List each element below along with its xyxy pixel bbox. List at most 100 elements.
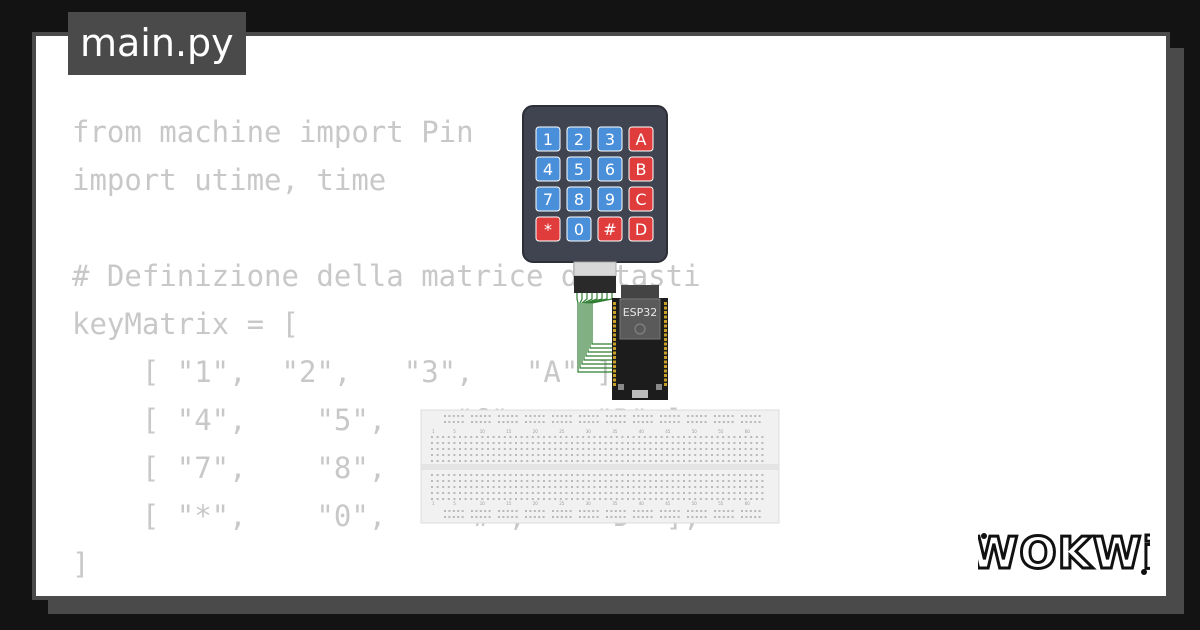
breadboard-hole bbox=[475, 486, 478, 488]
breadboard-hole bbox=[509, 498, 512, 500]
breadboard-rail-hole bbox=[592, 421, 595, 423]
breadboard-rail-hole bbox=[758, 510, 761, 512]
breadboard-hole bbox=[638, 454, 641, 456]
breadboard-rail-hole bbox=[525, 510, 527, 512]
breadboard-hole bbox=[705, 448, 708, 450]
breadboard-hole bbox=[761, 486, 764, 488]
breadboard-hole bbox=[655, 442, 657, 444]
breadboard-hole bbox=[509, 492, 512, 494]
breadboard-hole bbox=[716, 492, 719, 494]
breadboard-hole bbox=[627, 442, 629, 444]
breadboard-hole bbox=[599, 448, 601, 450]
breadboard-rail-hole bbox=[668, 510, 671, 512]
keypad-key[interactable]: 8 bbox=[566, 186, 592, 212]
breadboard-hole bbox=[677, 454, 680, 456]
keypad-key[interactable]: 2 bbox=[566, 126, 592, 152]
keypad-key[interactable]: * bbox=[535, 216, 561, 242]
breadboard-hole bbox=[565, 474, 568, 476]
esp32-board[interactable]: ESP32 bbox=[612, 285, 668, 400]
breadboard-hole bbox=[447, 480, 450, 482]
keypad-key[interactable]: 0 bbox=[566, 216, 592, 242]
keypad-key-face bbox=[535, 216, 561, 242]
breadboard-hole bbox=[487, 480, 489, 482]
espressif-logo-icon bbox=[634, 323, 646, 335]
breadboard-rail-hole bbox=[461, 510, 464, 512]
breadboard-rail-hole bbox=[583, 510, 586, 512]
breadboard-hole bbox=[660, 448, 663, 450]
breadboard-hole bbox=[531, 442, 534, 444]
breadboard-rail-hole bbox=[614, 421, 617, 423]
breadboard-hole bbox=[526, 474, 529, 476]
reset-button[interactable] bbox=[656, 384, 662, 390]
breadboard-hole bbox=[643, 448, 646, 450]
breadboard-hole bbox=[587, 454, 590, 456]
breadboard-rail-hole bbox=[727, 415, 730, 417]
esp32-pin bbox=[613, 315, 616, 319]
breadboard-hole bbox=[475, 442, 478, 444]
breadboard-rail-hole bbox=[633, 510, 635, 512]
keypad-key[interactable]: 4 bbox=[535, 156, 561, 182]
esp32-pin bbox=[613, 324, 616, 328]
esp32-pin bbox=[613, 383, 616, 386]
breadboard-hole bbox=[638, 436, 641, 438]
code-line: import utime, time bbox=[72, 163, 387, 197]
keypad-key[interactable]: 5 bbox=[566, 156, 592, 182]
keypad-key[interactable]: C bbox=[628, 186, 654, 212]
breadboard-hole bbox=[761, 436, 764, 438]
breadboard-rail-hole bbox=[633, 415, 635, 417]
breadboard-rail-hole bbox=[687, 415, 689, 417]
breadboard-hole bbox=[739, 474, 741, 476]
breadboard-hole bbox=[660, 498, 663, 500]
keypad-key[interactable]: 1 bbox=[535, 126, 561, 152]
breadboard-hole bbox=[554, 454, 557, 456]
breadboard-rail-hole bbox=[579, 421, 581, 423]
breadboard-hole bbox=[531, 454, 534, 456]
breadboard-hole bbox=[498, 498, 501, 500]
breadboard-hole bbox=[627, 454, 629, 456]
breadboard-hole bbox=[459, 498, 461, 500]
breadboard-rail-hole bbox=[664, 510, 667, 512]
breadboard-hole bbox=[649, 480, 652, 482]
breadboard-rail-hole bbox=[579, 510, 581, 512]
keypad-key[interactable]: D bbox=[628, 216, 654, 242]
breadboard-hole bbox=[643, 436, 646, 438]
keypad-key[interactable]: # bbox=[597, 216, 623, 242]
breadboard-hole bbox=[436, 448, 439, 450]
breadboard-hole bbox=[481, 474, 484, 476]
breadboard-hole bbox=[655, 492, 657, 494]
keypad-key[interactable]: 7 bbox=[535, 186, 561, 212]
keypad-key[interactable]: 3 bbox=[597, 126, 623, 152]
breadboard-rail-hole bbox=[556, 516, 559, 518]
keypad-key-face bbox=[628, 216, 654, 242]
keypad-key-face bbox=[566, 216, 592, 242]
breadboard-rail-hole bbox=[704, 510, 707, 512]
breadboard-hole bbox=[699, 480, 702, 482]
breadboard-hole bbox=[722, 436, 725, 438]
breadboard-hole bbox=[464, 454, 467, 456]
breadboard-rail-hole bbox=[592, 510, 595, 512]
breadboard-hole bbox=[475, 454, 478, 456]
breadboard-hole bbox=[442, 486, 445, 488]
keypad-key[interactable]: 9 bbox=[597, 186, 623, 212]
breadboard-hole bbox=[576, 442, 579, 444]
breadboard-hole bbox=[442, 454, 445, 456]
breadboard-hole bbox=[459, 448, 461, 450]
keypad-key[interactable]: A bbox=[628, 126, 654, 152]
keypad-key[interactable]: B bbox=[628, 156, 654, 182]
breadboard-rail-hole bbox=[502, 510, 505, 512]
breadboard-hole bbox=[627, 436, 629, 438]
breadboard-column-number: 50 bbox=[692, 429, 698, 434]
breadboard-hole bbox=[643, 460, 646, 462]
breadboard-hole bbox=[436, 498, 439, 500]
breadboard-hole bbox=[599, 480, 601, 482]
breadboard-hole bbox=[459, 486, 461, 488]
breadboard-hole bbox=[655, 448, 657, 450]
keypad-key[interactable]: 6 bbox=[597, 156, 623, 182]
breadboard-hole bbox=[582, 498, 585, 500]
boot-button[interactable] bbox=[618, 384, 624, 390]
filename-tab[interactable]: main.py bbox=[68, 12, 246, 75]
